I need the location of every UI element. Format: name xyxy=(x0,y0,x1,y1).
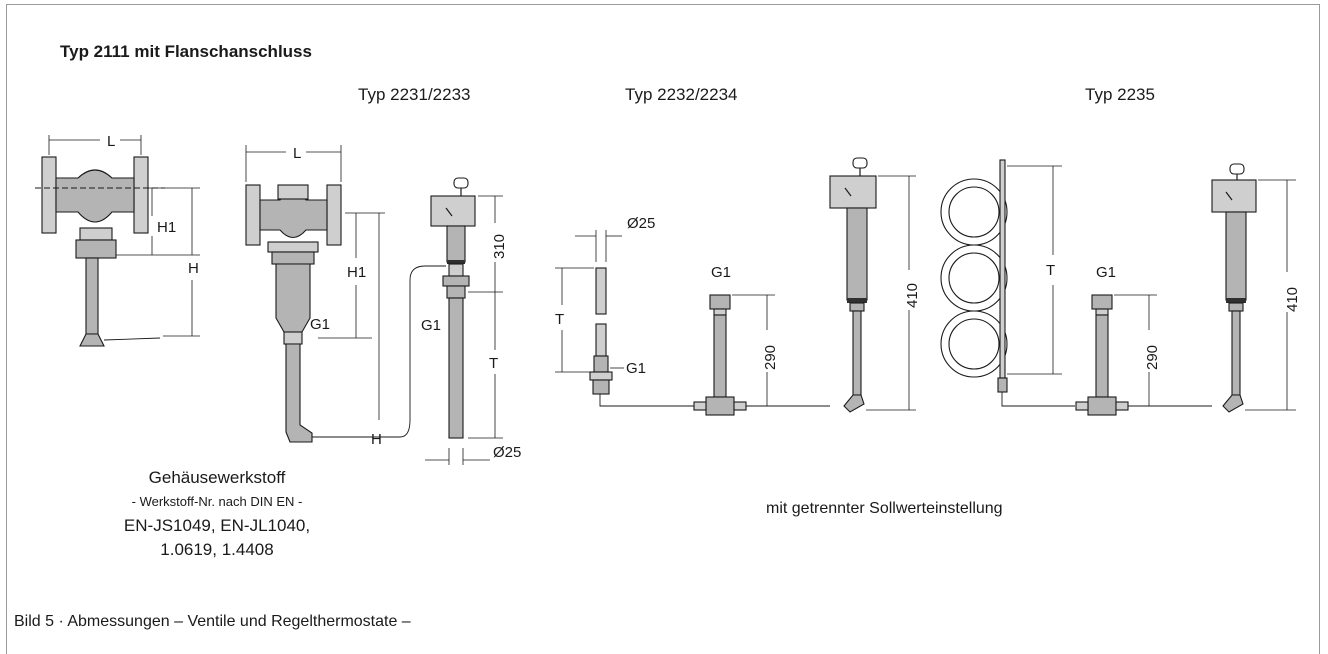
label-T-2: T xyxy=(555,311,564,328)
dia-25-1: Ø25 xyxy=(493,444,521,461)
dims-thermostat-2235 xyxy=(1245,179,1296,411)
label-G1-2: G1 xyxy=(310,316,330,333)
dims-thermostat-2231 xyxy=(425,195,503,465)
label-G1-6: G1 xyxy=(1096,264,1116,281)
dim-410-2: 410 xyxy=(1284,287,1301,312)
header-typ-2235: Typ 2235 xyxy=(1085,85,1155,104)
valve-2111 xyxy=(35,156,165,347)
valve-2232 xyxy=(693,294,830,416)
valve-2231 xyxy=(245,184,446,443)
header-typ-2231: Typ 2231/2233 xyxy=(358,85,471,104)
material-info: Gehäusewerkstoff - Werkstoff-Nr. nach DI… xyxy=(30,466,404,562)
dims-sensor-2232 xyxy=(555,230,624,373)
dim-410-1: 410 xyxy=(904,283,921,308)
dims-valve-2235 xyxy=(1114,294,1157,407)
dim-310: 310 xyxy=(491,234,508,259)
valve-2235 xyxy=(1075,294,1212,416)
thermostat-2231 xyxy=(430,177,476,439)
label-T-3: T xyxy=(1046,262,1055,279)
coil-sensor-2235 xyxy=(940,159,1075,407)
material-heading: Gehäusewerkstoff xyxy=(148,468,286,487)
separate-setpoint-note: mit getrennter Sollwerteinstellung xyxy=(766,500,1003,517)
dia-25-2: Ø25 xyxy=(627,215,655,232)
thermostat-2232 xyxy=(829,157,877,413)
label-L-1: L xyxy=(107,133,115,150)
figure-title: Typ 2111 mit Flanschanschluss xyxy=(60,42,312,61)
dims-valve-2232 xyxy=(732,294,775,407)
label-T-1: T xyxy=(489,355,498,372)
dim-290-2: 290 xyxy=(1144,345,1161,370)
header-typ-2232: Typ 2232/2234 xyxy=(625,85,738,104)
dim-290-1: 290 xyxy=(762,345,779,370)
figure-frame xyxy=(6,4,1320,654)
material-line-2: 1.0619, 1.4408 xyxy=(160,540,274,559)
label-G1-4: G1 xyxy=(626,360,646,377)
material-line-1: EN-JS1049, EN-JL1040, xyxy=(123,516,311,535)
dims-thermostat-2232 xyxy=(866,175,916,411)
label-H1-2: H1 xyxy=(347,264,366,281)
label-H-2: H xyxy=(371,431,382,448)
dims-2231 xyxy=(245,145,385,438)
figure-caption: Bild 5 · Abmessungen – Ventile und Regel… xyxy=(14,613,411,630)
label-G1-3: G1 xyxy=(421,317,441,334)
label-H1-1: H1 xyxy=(157,219,176,236)
sensor-2232 xyxy=(589,267,695,407)
label-G1-5: G1 xyxy=(711,264,731,281)
dims-2111 xyxy=(48,135,200,337)
material-subheading: - Werkstoff-Nr. nach DIN EN - xyxy=(131,494,303,509)
dims-coil-2235 xyxy=(1007,165,1062,375)
label-H-1: H xyxy=(188,260,199,277)
thermostat-2235 xyxy=(1211,163,1257,413)
label-L-2: L xyxy=(293,145,301,162)
